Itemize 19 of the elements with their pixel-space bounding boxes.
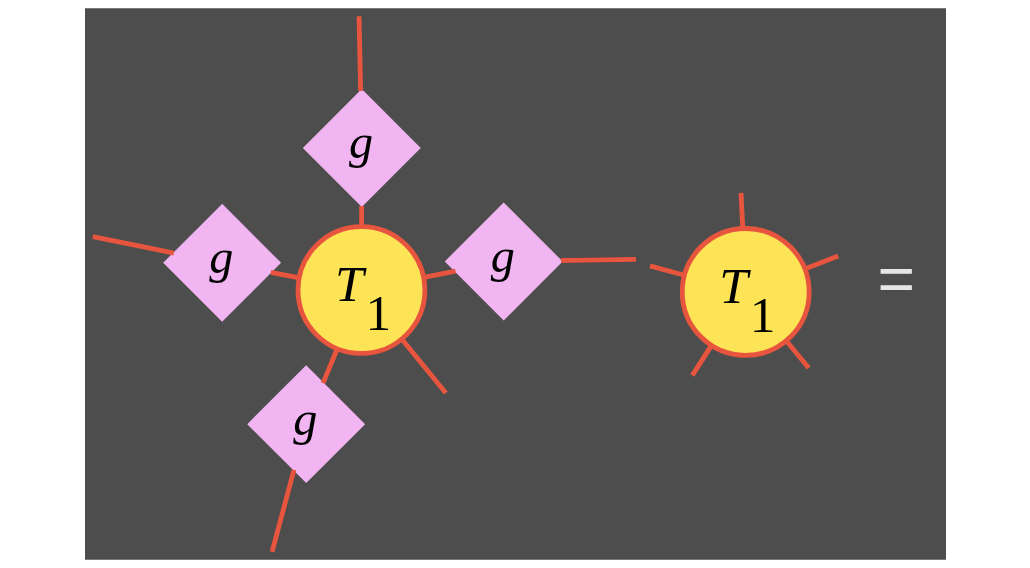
connector: [358, 206, 364, 227]
connector: [689, 344, 713, 377]
connector: [269, 269, 299, 281]
connector: [803, 253, 839, 272]
connector: [356, 16, 363, 91]
connector: [784, 339, 811, 370]
connector: [91, 234, 174, 256]
connector: [399, 337, 448, 395]
node-diamond: g: [246, 365, 365, 484]
node-diamond: g: [302, 89, 421, 207]
label: =: [876, 243, 915, 316]
connector: [560, 256, 636, 263]
connector: [648, 263, 685, 278]
connector: [738, 192, 745, 229]
connector: [422, 268, 456, 280]
connector: [320, 348, 339, 385]
connector: [269, 469, 296, 553]
node-diamond: g: [162, 203, 281, 322]
node-diamond: g: [444, 202, 563, 321]
